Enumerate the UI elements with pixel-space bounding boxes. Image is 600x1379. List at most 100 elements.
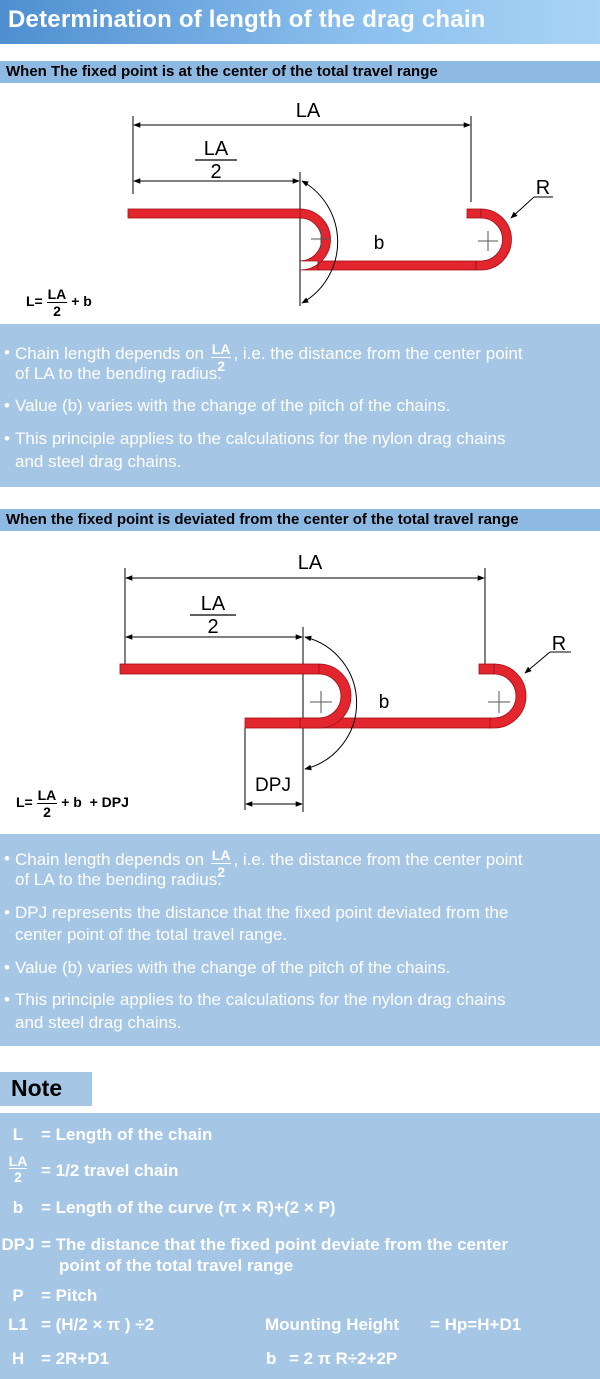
bullet-fraction-num: LA [210,847,232,864]
bullet-text-line2: and steel drag chains. [15,1013,182,1032]
chain-left-bend [299,663,352,729]
note-fraction: LA 2 [8,1153,28,1185]
half-la-den: 2 [210,161,221,183]
formula-prefix: L= [26,293,43,310]
half-la-num: LA [204,138,229,160]
bullet-text: Value (b) varies with the change of the … [15,958,451,977]
half-la-num: LA [201,593,226,615]
bullet-dot: • [4,396,10,415]
r-leader-arrow [510,196,535,219]
bullet-dot: • [4,849,10,868]
note-fraction-num: LA [8,1153,28,1169]
note-symbol: DPJ [1,1235,35,1254]
bullet-text-after: , i.e. the distance from the center poin… [233,850,523,869]
formula-prefix: L= [16,794,33,811]
bullet-dot: • [4,958,10,977]
bullet-text: This principle applies to the calculatio… [15,429,506,448]
bullet-text-line2: center point of the total travel range. [15,925,288,944]
formula-suffix: + b + DPJ [61,794,129,811]
chain-left-bend [299,208,331,271]
note-definition: = (H/2 × π ) ÷2 [41,1315,155,1334]
page-title: Determination of length of the drag chai… [8,6,486,33]
note-right-label: Mounting Height [265,1315,400,1334]
b-label: b [379,692,390,713]
note-symbol: LA 2 [0,1154,36,1187]
note-right-definition: = Hp=H+D1 [430,1315,522,1334]
chain-right-stub [478,663,495,675]
section2-heading-bar: When the fixed point is deviated from th… [0,509,600,531]
section2-diagram-svg: LA LA 2 b DPJ R [119,552,571,812]
la-label: LA [298,552,323,574]
note-symbol: P [12,1286,24,1305]
note-definition: = 1/2 travel chain [41,1161,179,1180]
bullet-fraction: LA 2 [210,847,232,880]
section1-formula: L= LA 2 + b [26,287,92,318]
note-definition: = Length of the chain [41,1125,213,1144]
bullet-text-line2: of LA to the bending radius. [15,870,222,889]
note-definition: = Length of the curve (π × R)+(2 × P) [41,1198,336,1217]
note-heading: Note [11,1075,63,1101]
formula-fraction: LA 2 [46,286,68,319]
note-definition: = Pitch [41,1286,98,1305]
section2-heading: When the fixed point is deviated from th… [6,511,519,528]
chain-right-bend [489,663,527,729]
note-heading-tab: Note [0,1072,92,1106]
section2-bullets: • Chain length depends on LA 2 , i.e. th… [0,834,600,1046]
chain-lower-band [317,260,477,271]
formula-den: 2 [53,303,61,319]
bullet-dot: • [4,990,10,1009]
chain-right-bend [475,208,512,271]
r-label: R [552,633,566,655]
note-panel: L = Length of the chain LA 2 = 1/2 trave… [0,1113,600,1379]
note-definition-line2: point of the total travel range [59,1256,294,1275]
section2-diagram: LA LA 2 b DPJ R L= LA 2 [0,532,600,834]
formula-num: LA [46,286,68,303]
chain-right-stub [466,208,482,219]
bullet-dot: • [4,429,10,448]
b-arc [304,635,358,771]
note-symbol: L [12,1125,24,1144]
b-arc [301,180,339,304]
bullet-text-after: , i.e. the distance from the center poin… [233,344,523,363]
formula-den: 2 [43,804,51,820]
r-label: R [536,177,550,199]
note-symbol: H [11,1349,25,1368]
title-banner: Determination of length of the drag chai… [0,0,600,44]
note-symbol: b [12,1198,24,1217]
chain-upper-band [127,208,302,219]
bullet-dot: • [4,343,10,362]
bullet-text-line2: and steel drag chains. [15,452,182,471]
note-right-definition: = 2 π R÷2+2P [289,1349,398,1368]
dpj-label: DPJ [255,775,291,796]
section1-heading: When The fixed point is at the center of… [6,63,438,80]
bullet-text: Chain length depends on [15,344,205,363]
bullet-text: Value (b) varies with the change of the … [15,396,451,415]
chain-upper-band [119,663,320,675]
r-leader-arrow [524,651,551,674]
bullet-fraction-num: LA [210,341,232,358]
b-label: b [374,233,385,254]
formula-num: LA [36,787,58,804]
bullet-text: This principle applies to the calculatio… [15,990,506,1009]
bullet-dot: • [4,903,10,922]
chain-lower-band [244,717,492,729]
bullet-fraction-den: 2 [217,864,226,880]
formula-suffix: + b [71,293,92,310]
half-la-den: 2 [207,616,218,638]
la-label: LA [296,100,321,122]
section1-diagram: LA LA 2 b R L= LA 2 + b [0,84,600,324]
note-definition: = The distance that the fixed point devi… [41,1235,509,1254]
bullet-fraction-den: 2 [217,358,226,374]
note-fraction-den: 2 [14,1169,22,1185]
section1-bullets: • Chain length depends on LA 2 , i.e. th… [0,324,600,487]
bullet-text-line2: of LA to the bending radius. [15,364,222,383]
note-right-label: b [266,1349,277,1368]
note-definition: = 2R+D1 [41,1349,110,1368]
section2-formula: L= LA 2 + b + DPJ [16,788,129,819]
note-symbol: L1 [8,1315,28,1334]
section1-diagram-svg: LA LA 2 b R [127,100,553,306]
bullet-text: Chain length depends on [15,850,205,869]
bullet-text: DPJ represents the distance that the fix… [15,903,509,922]
bullet-fraction: LA 2 [210,341,232,374]
formula-fraction: LA 2 [36,787,58,820]
